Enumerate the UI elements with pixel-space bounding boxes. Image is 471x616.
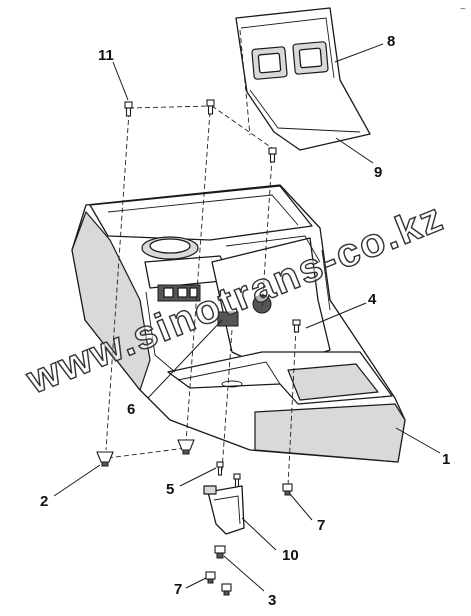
clip-2-left <box>96 451 114 467</box>
corner-mark: ~ <box>460 4 466 15</box>
callout-1: 1 <box>442 451 450 468</box>
fasteners <box>96 99 301 596</box>
top-cover-panel <box>235 7 371 151</box>
callout-2: 2 <box>40 493 48 510</box>
leader-lines <box>53 43 441 592</box>
assembly-lines <box>105 29 297 487</box>
callout-7-bottom: 7 <box>174 581 182 598</box>
screw-5 <box>216 461 241 488</box>
clip-2-right <box>177 439 195 455</box>
callout-6: 6 <box>127 401 135 418</box>
bracket-10 <box>203 485 245 535</box>
screw-11-left <box>124 101 133 117</box>
callout-8: 8 <box>387 33 395 50</box>
nut-3 <box>214 545 226 559</box>
nut-7-right <box>282 483 293 496</box>
screw-11-right <box>268 147 277 163</box>
callout-9: 9 <box>374 164 382 181</box>
callout-3: 3 <box>268 592 276 609</box>
nut-7-bottom <box>205 571 232 596</box>
callout-4: 4 <box>368 291 377 308</box>
center-console-body <box>71 184 406 463</box>
screw-11-middle <box>206 99 215 115</box>
callout-5: 5 <box>166 481 174 498</box>
callout-10: 10 <box>282 547 299 564</box>
callout-11: 11 <box>98 47 114 64</box>
screw-4 <box>292 319 301 333</box>
callout-labels: 11 8 9 4 1 6 2 5 7 10 3 7 <box>40 33 450 609</box>
callout-7-right: 7 <box>317 517 325 534</box>
